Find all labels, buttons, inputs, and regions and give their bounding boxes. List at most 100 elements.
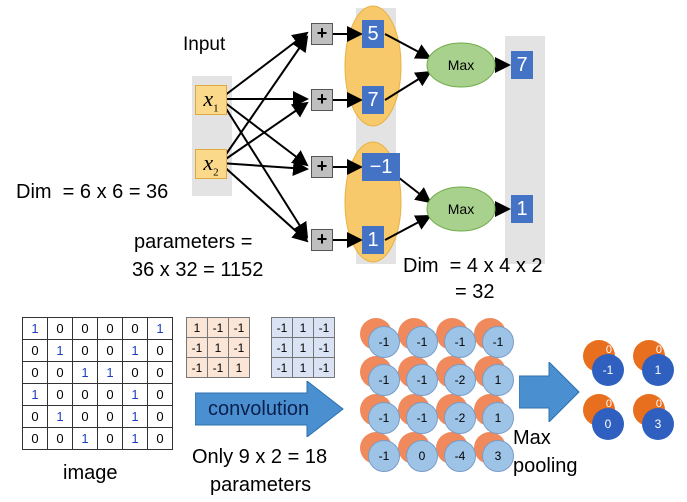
feature-map-2-cell: -1: [444, 326, 476, 358]
sum-value-3: −1: [362, 153, 400, 181]
feature-map-2-cell: -1: [406, 402, 438, 434]
dim-output-line1: Dim = 4 x 4 x 2: [403, 255, 543, 277]
max-output-2: 1: [511, 195, 533, 223]
input-x2: x2: [195, 149, 227, 179]
filter-cell: -1: [271, 317, 293, 338]
max-label-top: Max: [447, 57, 475, 73]
params-text-line2: 36 x 32 = 1152: [132, 259, 264, 281]
image-cell: 0: [97, 383, 123, 406]
sum-value-1: 5: [362, 20, 384, 48]
filter-cell: -1: [271, 337, 293, 358]
feature-map-2-cell: 3: [482, 440, 514, 472]
image-cell: 0: [122, 317, 148, 340]
filter-cell: -1: [313, 317, 335, 338]
image-cell: 0: [147, 427, 173, 450]
image-cell: 1: [122, 339, 148, 362]
pooled-map-2-cell: 0: [592, 408, 624, 440]
image-cell: 0: [147, 339, 173, 362]
image-cell: 1: [72, 361, 98, 384]
filter-cell: 1: [292, 317, 314, 338]
input-label: Input: [183, 34, 226, 55]
image-cell: 1: [97, 361, 123, 384]
image-cell: 0: [47, 361, 73, 384]
feature-map-2-cell: -1: [406, 364, 438, 396]
convolution-arrow: [195, 381, 344, 437]
max-pooling-arrow: [519, 362, 580, 422]
params-text-line1: parameters =: [134, 231, 253, 253]
sum-value-2: 7: [362, 86, 384, 114]
only-params-line2: parameters: [210, 474, 312, 496]
convolution-label: convolution: [208, 398, 310, 420]
image-cell: 0: [22, 405, 48, 428]
image-cell: 0: [147, 405, 173, 428]
image-cell: 1: [22, 317, 48, 340]
image-cell: 0: [22, 427, 48, 450]
plus-node-1: +: [311, 23, 333, 45]
image-cell: 1: [147, 317, 173, 340]
feature-map-2-cell: -1: [368, 326, 400, 358]
image-cell: 0: [97, 427, 123, 450]
image-cell: 0: [147, 361, 173, 384]
image-label: image: [63, 462, 118, 484]
image-cell: 0: [47, 427, 73, 450]
max-pooling-line1: Max: [513, 427, 551, 449]
feature-map-2-cell: -2: [444, 402, 476, 434]
feature-map-2-cell: 1: [482, 402, 514, 434]
feature-map-2-cell: -1: [368, 440, 400, 472]
image-cell: 0: [72, 339, 98, 362]
filter-cell: -1: [207, 317, 229, 338]
image-cell: 1: [122, 427, 148, 450]
image-cell: 0: [22, 339, 48, 362]
image-cell: 1: [122, 383, 148, 406]
dim-input-text: Dim = 6 x 6 = 36: [16, 181, 169, 203]
max-label-bottom: Max: [447, 201, 475, 217]
feature-map-2-cell: -1: [368, 402, 400, 434]
plus-to-sum-connections: [332, 26, 363, 248]
filter-cell: 1: [228, 357, 250, 378]
image-cell: 0: [122, 361, 148, 384]
image-cell: 1: [122, 405, 148, 428]
filter-cell: -1: [313, 357, 335, 378]
feature-map-2-cell: -2: [444, 364, 476, 396]
network-diagram: [192, 5, 545, 264]
plus-node-3: +: [311, 156, 333, 178]
filter-cell: -1: [228, 337, 250, 358]
filter-cell: -1: [228, 317, 250, 338]
plus-node-4: +: [311, 229, 333, 251]
filter-cell: -1: [207, 357, 229, 378]
max-node-bottom: [426, 186, 496, 232]
x1-var: x: [203, 86, 214, 111]
pooled-map-2-cell: -1: [592, 354, 624, 386]
max-node-top: [426, 42, 496, 88]
x2-sub: 2: [213, 166, 219, 179]
plus-node-2: +: [311, 89, 333, 111]
image-cell: 0: [97, 339, 123, 362]
filter-row: 1-1-1: [186, 317, 250, 338]
feature-map-2-cell: -1: [406, 326, 438, 358]
image-cell: 1: [22, 383, 48, 406]
image-cell: 0: [47, 317, 73, 340]
image-cell: 0: [72, 405, 98, 428]
filter-cell: -1: [313, 337, 335, 358]
image-cell: 0: [97, 405, 123, 428]
dim-output-line2: = 32: [455, 281, 495, 303]
input-connections: [219, 31, 309, 243]
filter-cell: -1: [186, 337, 208, 358]
image-cell: 0: [97, 317, 123, 340]
filter-cell: 1: [292, 337, 314, 358]
